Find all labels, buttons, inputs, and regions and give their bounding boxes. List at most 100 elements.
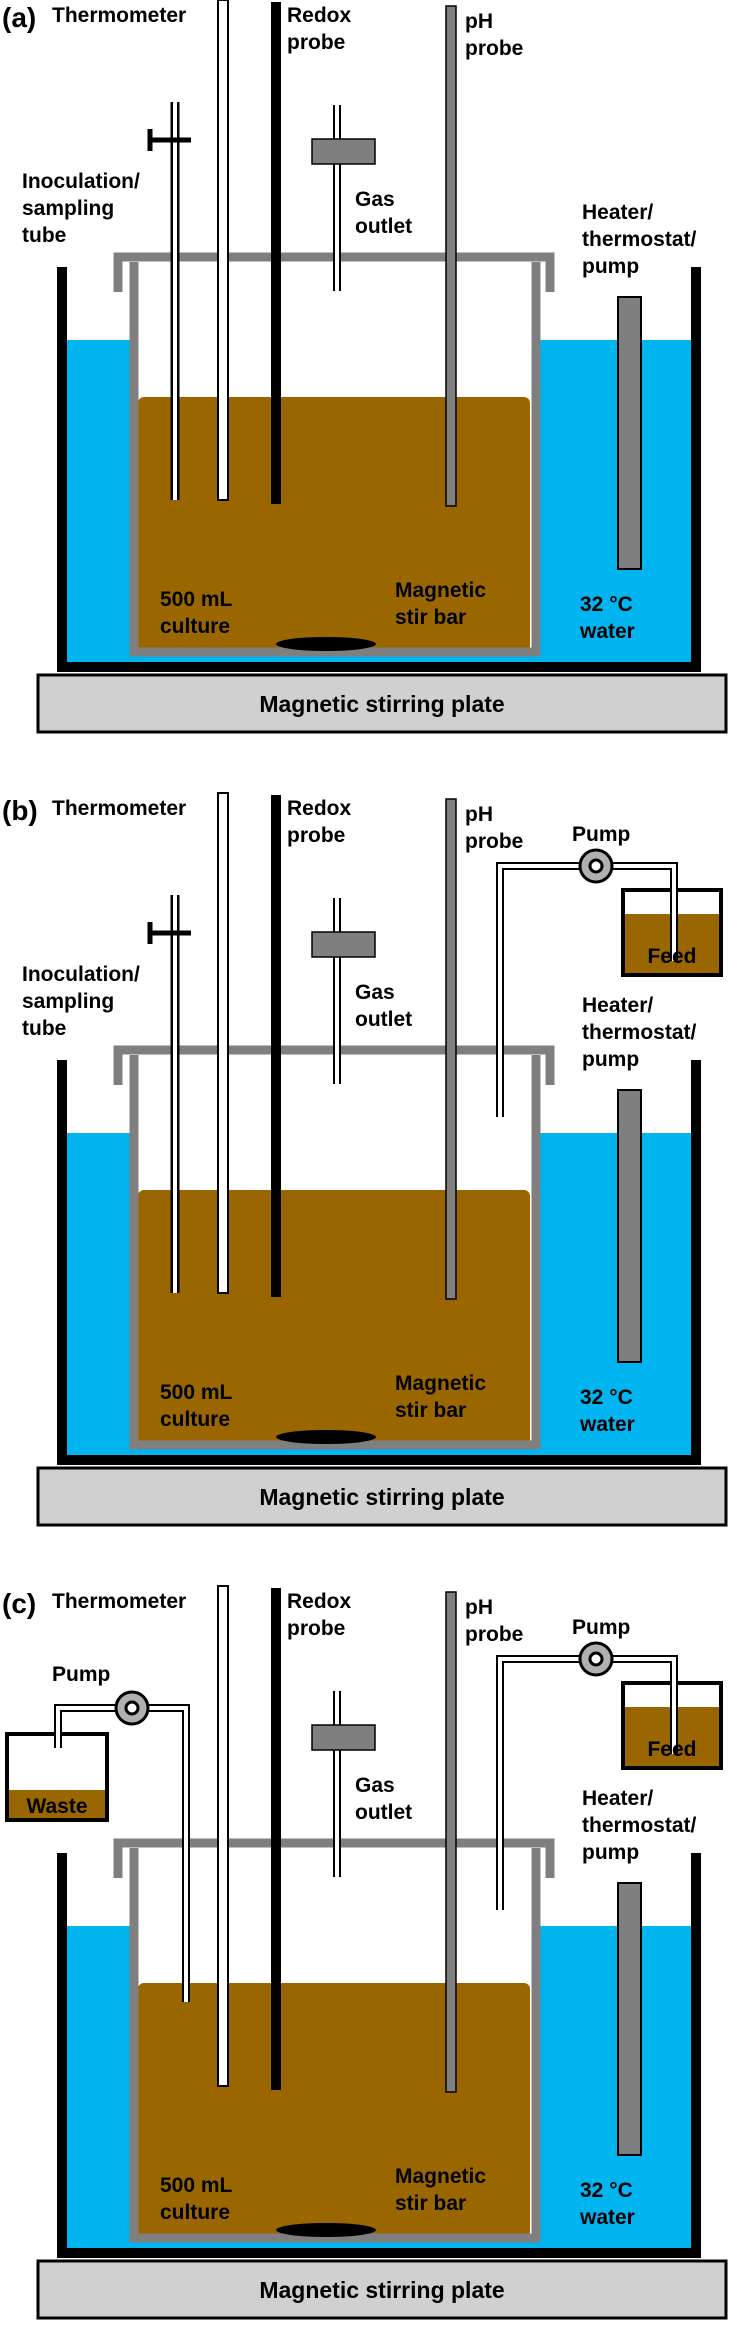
culture-label-line: culture [160, 615, 230, 638]
panel-label: (a) [2, 2, 36, 33]
thermometer-label: Thermometer [52, 797, 186, 820]
heater-label-line: thermostat/ [582, 228, 697, 251]
stirbar-label-line: Magnetic [395, 1372, 486, 1395]
inoculation-label-line: Inoculation/ [22, 963, 140, 986]
heater-label-line: Heater/ [582, 201, 653, 224]
redox-label-line: probe [287, 824, 345, 847]
ph-label-line: pH [465, 10, 493, 33]
stirbar-label-line: Magnetic [395, 2165, 486, 2188]
heater-rod [617, 1089, 642, 1363]
heater-label-line: Heater/ [582, 1787, 653, 1810]
culture-label-line: 500 mL [160, 588, 233, 611]
feed-pump-rotor [588, 1651, 604, 1667]
ph-probe [445, 798, 457, 1300]
ph-probe [445, 5, 457, 507]
feed-pump-label: Pump [572, 823, 630, 846]
thermometer-label: Thermometer [52, 4, 186, 27]
stirbar-label-line: Magnetic [395, 579, 486, 602]
gas-outlet-label-line: outlet [355, 1801, 412, 1824]
feed-vessel-label: Feed [647, 1738, 696, 1761]
culture-liquid [138, 1190, 530, 1445]
ph-label-line: probe [465, 830, 523, 853]
ph-probe [445, 1591, 457, 2093]
culture-label-line: 500 mL [160, 2174, 233, 2197]
thermometer [217, 0, 229, 501]
heater-label-line: pump [582, 1048, 639, 1071]
thermometer [217, 792, 229, 1294]
stirbar-label-line: stir bar [395, 1399, 466, 1422]
gas-outlet-label-line: Gas [355, 981, 395, 1004]
panel-c: Magnetic stirring plate (c) Thermometer Red… [2, 1585, 728, 2320]
feed-out-tube-inner [612, 1657, 676, 1754]
gas-outlet-filter [311, 138, 376, 165]
ph-label-line: probe [465, 37, 523, 60]
waste-pump-label: Pump [52, 1663, 110, 1686]
redox-label-line: probe [287, 1617, 345, 1640]
waste-vessel-label: Waste [26, 1795, 87, 1818]
panel-label: (b) [2, 795, 38, 826]
heater-label-line: Heater/ [582, 994, 653, 1017]
waste-pump-rotor [124, 1700, 140, 1716]
water-label-line: water [579, 620, 635, 643]
gas-outlet-label-line: outlet [355, 215, 412, 238]
plate-label: Magnetic stirring plate [259, 691, 504, 717]
ph-label-line: pH [465, 803, 493, 826]
stirring-plate [36, 673, 728, 734]
heater-rod [617, 1882, 642, 2156]
heater-label-line: thermostat/ [582, 1021, 697, 1044]
heater-label-line: pump [582, 255, 639, 278]
redox-label-line: probe [287, 31, 345, 54]
vessel-wall [129, 1055, 541, 1450]
water-label-line: water [579, 1413, 635, 1436]
heater-label-line: pump [582, 1841, 639, 1864]
gas-outlet-label-line: Gas [355, 188, 395, 211]
heater-label-line: thermostat/ [582, 1814, 697, 1837]
feed-pump-rotor [588, 858, 604, 874]
stirbar-label-line: stir bar [395, 2192, 466, 2215]
heater-rod [617, 296, 642, 570]
feed-in-tube-inner [498, 864, 580, 1117]
gas-outlet-label-line: outlet [355, 1008, 412, 1031]
ph-label-line: probe [465, 1623, 523, 1646]
culture-label-line: culture [160, 2201, 230, 2224]
feed-out-tube-inner [612, 864, 676, 961]
gas-outlet-filter [311, 931, 376, 958]
inoculation-label-line: tube [22, 1017, 66, 1040]
water-label-line: 32 °C [580, 2179, 633, 2202]
inoculation-label-line: Inoculation/ [22, 170, 140, 193]
stirbar-label-line: stir bar [395, 606, 466, 629]
gas-outlet-filter [311, 1724, 376, 1751]
redox-label-line: Redox [287, 1590, 352, 1613]
inoculation-label-line: sampling [22, 990, 114, 1013]
panel-a: Magnetic stirring plate (a) Thermometer Red… [2, 0, 728, 734]
waste-in-tube-inner [148, 1706, 188, 2002]
stirring-plate [36, 1466, 728, 1527]
redox-label-line: Redox [287, 797, 352, 820]
stir-bar [276, 1430, 376, 1444]
plate-label: Magnetic stirring plate [259, 2277, 504, 2303]
redox-probe [271, 2, 281, 504]
thermometer [217, 1585, 229, 2087]
waste-liquid [9, 1790, 105, 1818]
thermometer-label: Thermometer [52, 1590, 186, 1613]
culture-liquid [138, 397, 530, 652]
vessel-wall [129, 262, 541, 657]
feed-in-tube-inner [498, 1657, 580, 1910]
stir-bar [276, 2223, 376, 2237]
stir-bar [276, 637, 376, 651]
waste-out-tube-inner [56, 1706, 116, 1748]
culture-label-line: 500 mL [160, 1381, 233, 1404]
panel-label: (c) [2, 1588, 36, 1619]
stirring-plate [36, 2259, 728, 2320]
inoculation-label-line: sampling [22, 197, 114, 220]
feed-vessel-label: Feed [647, 945, 696, 968]
culture-label-line: culture [160, 1408, 230, 1431]
vessel-wall [129, 1848, 541, 2243]
water-label-line: 32 °C [580, 593, 633, 616]
redox-label-line: Redox [287, 4, 352, 27]
redox-probe [271, 795, 281, 1297]
gas-outlet-label-line: Gas [355, 1774, 395, 1797]
ph-label-line: pH [465, 1596, 493, 1619]
water-label-line: 32 °C [580, 1386, 633, 1409]
